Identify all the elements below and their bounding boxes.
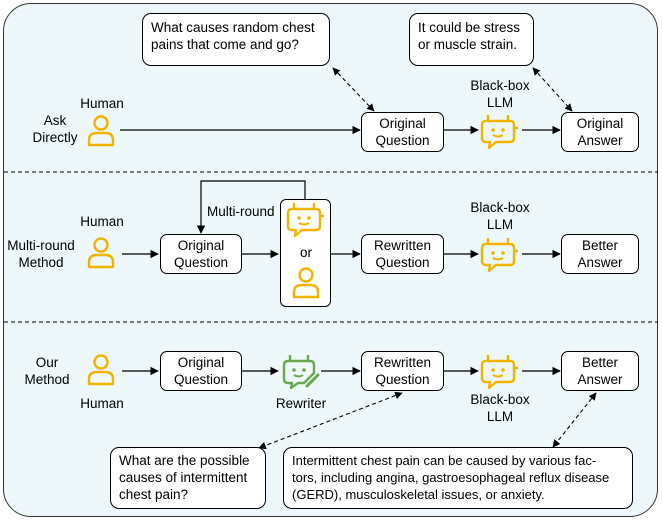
bubble-line: causes of intermittent xyxy=(119,470,248,485)
row1-label-line2: Directly xyxy=(32,130,78,145)
box-line: Better xyxy=(581,238,618,253)
box-line: Question xyxy=(173,372,229,387)
bubble-line: tors, including angina, gastroesophageal… xyxy=(292,470,610,485)
row3-answer-bubble: Intermittent chest pain can be caused by… xyxy=(283,447,633,509)
row3-human-label: Human xyxy=(80,396,124,411)
row1-answer-bubble: It could be stress or muscle strain. xyxy=(409,13,534,66)
llm-robot-icon xyxy=(286,203,324,237)
box-line: Rewritten xyxy=(373,238,432,253)
row1-question-bubble: What causes random chest pains that come… xyxy=(142,13,330,66)
human-icon xyxy=(87,115,115,147)
llm-robot-icon xyxy=(480,238,518,272)
row2-llm-label-line1: Black-box xyxy=(470,200,530,215)
box-line: Question xyxy=(375,372,430,387)
bubble-line: or muscle strain. xyxy=(418,37,518,52)
row2-label-line1: Multi-round xyxy=(7,238,75,253)
box-line: Answer xyxy=(577,372,623,387)
human-icon xyxy=(292,267,320,299)
row3-llm-label-line1: Black-box xyxy=(470,392,530,407)
row2-label-line2: Method xyxy=(18,255,64,270)
row3-label-line1: Our xyxy=(35,355,59,370)
row1-llm-label-line1: Black-box xyxy=(470,78,530,93)
box-line: Question xyxy=(173,255,229,270)
row3-llm-label-line2: LLM xyxy=(486,409,514,424)
bubble-line: Intermittent chest pain can be caused by… xyxy=(292,453,597,468)
human-icon xyxy=(87,237,115,269)
box-line: Answer xyxy=(577,255,623,270)
box-line: Rewritten xyxy=(373,355,432,370)
box-line: Question xyxy=(375,255,430,270)
row1-human-label: Human xyxy=(80,96,124,111)
bubble-line: chest pain? xyxy=(119,487,189,502)
bubble-line: It could be stress xyxy=(418,20,521,35)
row1-label-line1: Ask xyxy=(43,113,67,128)
row2-or-label: or xyxy=(299,245,313,260)
rewriter-robot-icon xyxy=(282,355,320,389)
dashed-link-answer-bubble-3 xyxy=(552,392,597,448)
bubble-line: What are the possible xyxy=(119,453,250,468)
human-icon xyxy=(87,354,115,386)
bubble-line: What causes random chest xyxy=(151,20,315,35)
box-line: Original xyxy=(177,355,225,370)
dashed-link-question-bubble-3 xyxy=(258,391,403,450)
box-line: Question xyxy=(375,133,430,148)
llm-robot-icon xyxy=(480,355,518,389)
row3-question-bubble: What are the possible causes of intermit… xyxy=(110,447,266,509)
row1-llm-label-line2: LLM xyxy=(486,95,514,110)
bubble-line: (GERD), musculoskeletal issues, or anxie… xyxy=(292,487,545,502)
box-line: Original xyxy=(177,238,225,253)
dashed-link-answer-bubble-1 xyxy=(532,67,573,112)
row3-rewriter-label: Rewriter xyxy=(275,396,327,411)
multi-round-loop xyxy=(196,180,306,234)
row3-label-line2: Method xyxy=(24,372,70,387)
box-line: Original xyxy=(379,116,426,131)
llm-robot-icon xyxy=(480,115,518,149)
row2-llm-label-line2: LLM xyxy=(486,217,514,232)
box-line: Original xyxy=(576,116,624,131)
dashed-link-question-bubble-1 xyxy=(332,67,375,112)
box-line: Answer xyxy=(577,133,623,148)
row2-human-label: Human xyxy=(80,214,124,229)
row2-loop-label: Multi-round xyxy=(207,204,275,219)
box-line: Better xyxy=(581,355,618,370)
bubble-line: pains that come and go? xyxy=(151,37,299,52)
